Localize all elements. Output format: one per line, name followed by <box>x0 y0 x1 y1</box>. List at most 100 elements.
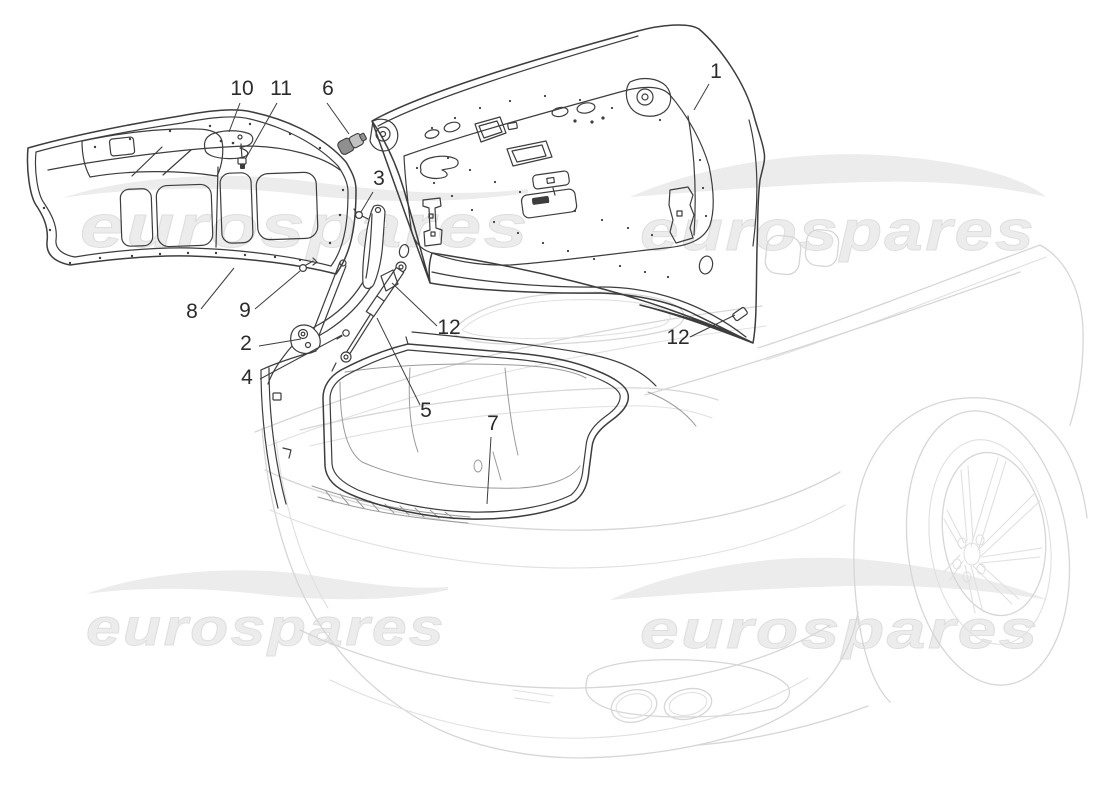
sill-edge <box>317 496 469 524</box>
callout-5[interactable]: 5 <box>376 317 432 422</box>
leader-line <box>200 267 235 310</box>
exhaust-tip-right <box>663 687 713 721</box>
bracket-rivet <box>231 141 235 145</box>
lid-crease <box>687 115 696 236</box>
leader-line <box>258 338 302 347</box>
callout-9[interactable]: 9 <box>239 270 301 322</box>
strut-collar <box>376 295 385 302</box>
trunk-crease <box>408 367 419 453</box>
hinge-pivot-bolt <box>297 328 309 340</box>
callout-7[interactable]: 7 <box>486 412 499 505</box>
callout-6[interactable]: 6 <box>322 77 350 135</box>
watermark-top-left: eurospares <box>62 175 530 260</box>
belt-line <box>644 271 1021 396</box>
hinge-link-pivot <box>339 259 347 267</box>
lid-dot <box>601 116 605 120</box>
insulation-panel <box>26 109 357 275</box>
deck-line <box>299 387 719 431</box>
lid-plate-left <box>422 197 443 247</box>
lid-wing-bracket <box>419 155 459 180</box>
watermark-bottom-left: eurospares <box>86 570 448 657</box>
watermark-swoosh <box>610 557 1048 600</box>
callout-label[interactable]: 2 <box>240 332 252 355</box>
callout-11[interactable]: 11 <box>245 77 292 159</box>
panel-fold-line <box>131 146 192 177</box>
watermark-text: eurospares <box>640 199 1036 263</box>
watermark-text: eurospares <box>80 193 530 260</box>
panel-crease <box>47 145 341 171</box>
belt-line <box>757 244 1041 349</box>
panel-pocket <box>255 171 319 241</box>
lid-cutout-oval <box>551 106 569 118</box>
hinge-pivot-bolt <box>304 341 312 349</box>
body-edge-top <box>260 350 317 371</box>
hinge-upper-plate <box>362 204 386 290</box>
panel-rivet-dots <box>42 122 345 265</box>
seal-end-tick <box>331 336 409 372</box>
callout-label[interactable]: 6 <box>322 77 334 100</box>
panel-pocket <box>155 183 214 248</box>
callout-10[interactable]: 10 <box>228 77 254 133</box>
panel-pocket <box>219 172 254 244</box>
callout-4[interactable]: 4 <box>241 334 343 389</box>
callout-label[interactable]: 4 <box>241 366 253 389</box>
lid-dot <box>573 119 577 123</box>
lid-cutout-rect <box>507 121 518 131</box>
callout-1[interactable]: 1 <box>693 60 722 111</box>
hinge-link <box>317 265 347 339</box>
bolt-part-4 <box>336 329 350 340</box>
lid-plate-hole <box>676 210 683 217</box>
lid-striker-plate <box>732 306 748 322</box>
lid-rivet-dots <box>415 94 708 279</box>
leader-line <box>259 334 343 380</box>
callout-label[interactable]: 10 <box>230 77 253 100</box>
gas-strut-part-5 <box>340 261 407 363</box>
callout-2[interactable]: 2 <box>240 332 302 355</box>
callout-label[interactable]: 12 <box>437 316 460 339</box>
rocker-line <box>853 511 891 703</box>
callout-label[interactable]: 3 <box>373 167 385 190</box>
lid-dot <box>590 120 594 124</box>
exhaust-tip-left <box>610 688 658 724</box>
hinge-assembly <box>267 204 407 385</box>
callout-label[interactable]: 8 <box>186 300 198 323</box>
callout-12-right[interactable]: 12 <box>666 314 736 349</box>
lid-hole-oval <box>698 255 714 275</box>
deck-line <box>309 405 713 447</box>
callout-8[interactable]: 8 <box>186 267 235 323</box>
callout-label[interactable]: 9 <box>239 299 251 322</box>
leader-line <box>376 317 421 406</box>
hinge-link <box>311 261 341 335</box>
belt-line <box>765 256 1047 361</box>
screw-part-3 <box>353 208 369 220</box>
shelf-edge-right <box>647 391 697 427</box>
bumper-corner-inner <box>275 439 329 609</box>
lid-hinge-corner-right <box>625 77 672 117</box>
watermark-top-right: eurospares <box>630 154 1046 263</box>
callout-12-left[interactable]: 12 <box>391 282 461 339</box>
watermarks: eurospares eurospares eurospares eurospa… <box>62 154 1048 660</box>
callout-label[interactable]: 11 <box>270 77 292 100</box>
exhaust-recess <box>585 659 791 718</box>
panel-inner-border <box>34 116 349 267</box>
wheel-arch <box>855 397 1088 519</box>
strut-lower-ball <box>340 351 352 363</box>
callout-label[interactable]: 5 <box>420 399 432 422</box>
trunk-seal <box>322 331 657 520</box>
seal-inner <box>329 349 621 513</box>
bumper-top-edge <box>264 469 841 531</box>
ghost-car <box>254 228 1088 759</box>
lid-plate-right <box>668 186 695 244</box>
lid-trailing-band <box>431 271 747 338</box>
lid-inner-panel <box>403 86 714 266</box>
trunk-lid <box>369 24 766 344</box>
watermark-swoosh <box>86 570 448 600</box>
callout-label[interactable]: 1 <box>710 60 722 83</box>
callout-label[interactable]: 12 <box>666 326 689 349</box>
leader-line <box>391 282 438 327</box>
callout-label[interactable]: 7 <box>487 412 499 435</box>
callout-3[interactable]: 3 <box>360 167 385 213</box>
rubber-buffer-part-6 <box>337 132 367 155</box>
lid-cutout-oval <box>443 121 461 133</box>
